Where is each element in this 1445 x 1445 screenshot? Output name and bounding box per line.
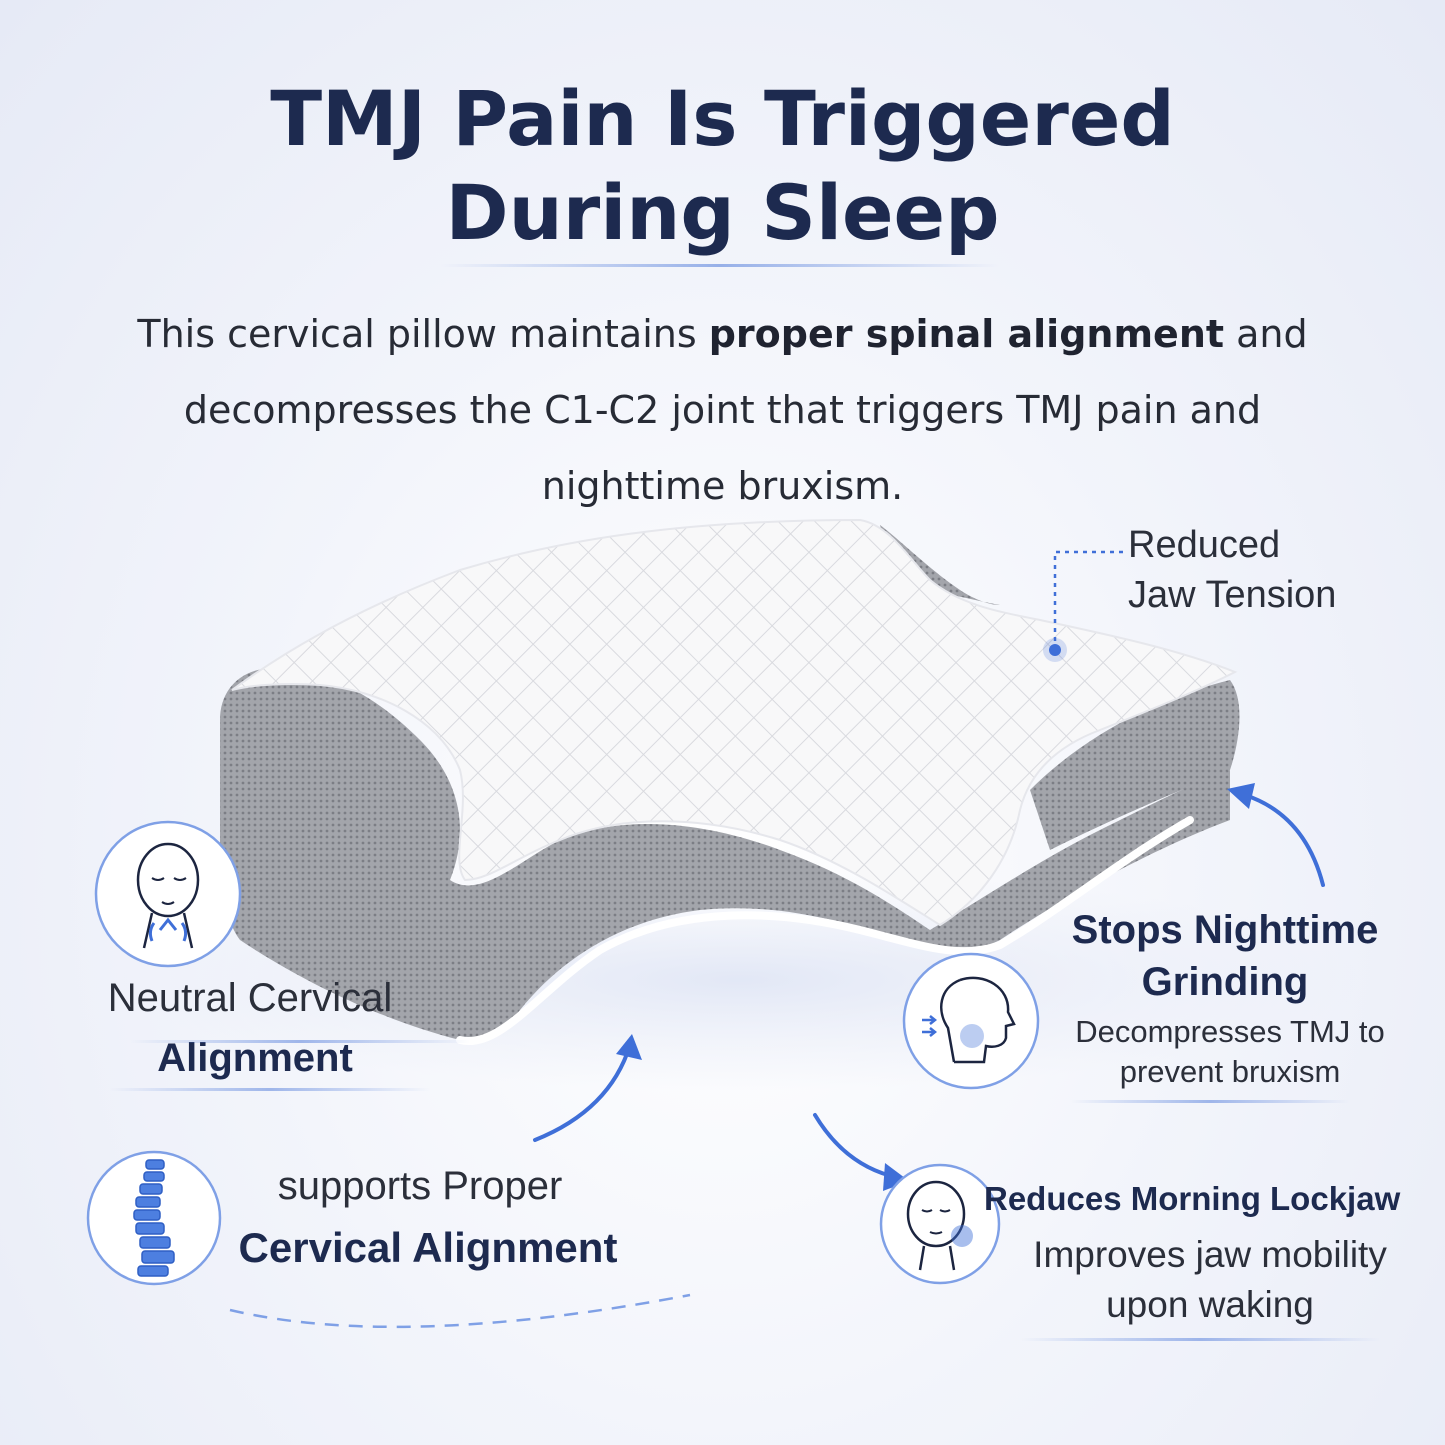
callout-reduces-lockjaw: Reduces Morning Lockjaw (984, 1180, 1401, 1217)
intro-emphasis: proper spinal alignment (708, 312, 1225, 356)
callout-reduced-jaw-tension: Reduced Jaw Tension (1128, 520, 1428, 620)
jaw-tension-line-1: Reduced (1128, 524, 1281, 566)
page-title: TMJ Pain Is Triggered During Sleep (0, 72, 1445, 260)
callout-stops-grinding: Stops Nighttime Grinding (1030, 904, 1420, 1008)
intro-text-1: This cervical pillow maintains (137, 312, 709, 356)
jaw-tension-line-2: Jaw Tension (1128, 574, 1337, 616)
grind-desc-line-2: prevent bruxism (1119, 1054, 1341, 1089)
pillow-mesh-right (1030, 680, 1240, 850)
grind-title-line-2: Grinding (1141, 960, 1309, 1004)
pillow-top-surface (231, 518, 1238, 927)
lockjaw-description: Improves jaw mobility upon waking (990, 1230, 1430, 1330)
face-jaw-icon (879, 1163, 1001, 1285)
lockjaw-rule (1020, 1338, 1380, 1341)
title-line-1: TMJ Pain Is Triggered (270, 74, 1175, 163)
neutral-rule-2 (110, 1088, 430, 1091)
decorative-dashed-curve (229, 1293, 691, 1329)
grind-description: Decompresses TMJ to prevent bruxism (1040, 1012, 1420, 1092)
title-line-2: During Sleep (445, 168, 1000, 257)
spine-icon (86, 1150, 222, 1286)
head-profile-icon (902, 952, 1040, 1090)
arrow-icon-lockjaw (813, 1113, 909, 1191)
neutral-line-2: Alignment (157, 1036, 353, 1080)
grind-rule (1070, 1100, 1350, 1103)
neutral-rule-1 (130, 1040, 470, 1043)
face-neck-icon (94, 820, 242, 968)
supports-line-1: supports Proper (277, 1164, 563, 1208)
supports-line-2: Cervical Alignment (238, 1224, 618, 1271)
neutral-line-1: Neutral Cervical (107, 976, 393, 1020)
lockjaw-desc-line-2: upon waking (1106, 1284, 1314, 1325)
intro-text-2: and decompresses the C1-C2 joint that tr… (183, 312, 1308, 508)
grind-desc-line-1: Decompresses TMJ to (1075, 1014, 1385, 1049)
jaw-tension-leader (1043, 550, 1125, 662)
intro-paragraph: This cervical pillow maintains proper sp… (120, 296, 1325, 524)
pillow-base-trim (456, 816, 1194, 1046)
lockjaw-desc-line-1: Improves jaw mobility (1033, 1234, 1387, 1275)
grind-title-line-1: Stops Nighttime (1071, 908, 1379, 952)
title-divider (440, 264, 1000, 267)
arrow-icon-supports (533, 1034, 642, 1142)
arrow-icon-grinding (1227, 783, 1325, 887)
